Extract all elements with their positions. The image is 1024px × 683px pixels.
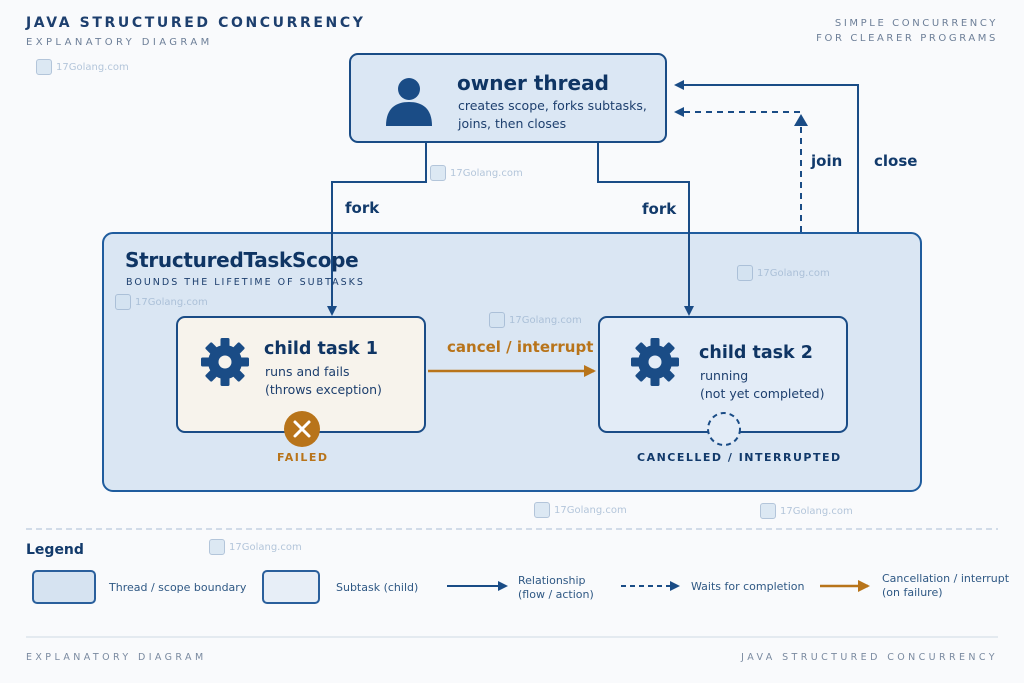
footer-left-text: EXPLANATORY DIAGRAM xyxy=(26,652,207,663)
watermark-logo-icon xyxy=(489,312,505,328)
owner-thread-title: owner thread xyxy=(457,71,609,95)
watermark: 17Golang.com xyxy=(36,59,129,75)
legend-subtask-label: Subtask (child) xyxy=(336,581,419,594)
child-task-2-title: child task 2 xyxy=(699,343,813,363)
legend-cancellation-label: Cancellation / interrupt (on failure) xyxy=(882,572,1009,600)
join-arrowhead-up xyxy=(794,114,808,126)
cancel-interrupt-label: cancel / interrupt xyxy=(447,338,594,356)
watermark: 17Golang.com xyxy=(489,312,582,328)
footer-right-text: JAVA STRUCTURED CONCURRENCY xyxy=(741,652,998,663)
watermark: 17Golang.com xyxy=(534,502,627,518)
child-task-2-status: CANCELLED / INTERRUPTED xyxy=(637,451,842,464)
legend-cancellation-line-1: Cancellation / interrupt xyxy=(882,572,1010,585)
watermark-logo-icon xyxy=(737,265,753,281)
scope-title: StructuredTaskScope xyxy=(125,248,359,272)
watermark-logo-icon xyxy=(760,503,776,519)
legend-relationship-label: Relationship (flow / action) xyxy=(518,574,594,602)
watermark-logo-icon xyxy=(430,165,446,181)
legend-title: Legend xyxy=(26,542,84,558)
x-circle-icon xyxy=(284,411,320,447)
gear-icon-child-1 xyxy=(201,338,249,386)
watermark: 17Golang.com xyxy=(115,294,208,310)
legend-scope-swatch xyxy=(32,570,96,604)
legend-relationship-line-2: (flow / action) xyxy=(518,588,594,601)
child-task-2-description: running (not yet completed) xyxy=(700,367,824,403)
owner-thread-box xyxy=(349,53,667,143)
watermark: 17Golang.com xyxy=(209,539,302,555)
child-task-1-title: child task 1 xyxy=(264,339,378,359)
watermark-logo-icon xyxy=(209,539,225,555)
fork-left-arrow xyxy=(327,143,427,316)
scope-subtitle: BOUNDS THE LIFETIME OF SUBTASKS xyxy=(126,277,365,288)
child-1-desc-line-1: runs and fails xyxy=(265,364,350,379)
owner-desc-line-1: creates scope, forks subtasks, xyxy=(458,98,647,113)
child-2-desc-line-2: (not yet completed) xyxy=(700,386,825,401)
fork-right-arrow xyxy=(597,143,694,316)
watermark: 17Golang.com xyxy=(430,165,523,181)
watermark: 17Golang.com xyxy=(737,265,830,281)
close-label: close xyxy=(874,152,918,170)
join-label: join xyxy=(811,152,843,170)
watermark: 17Golang.com xyxy=(760,503,853,519)
diagram-title: JAVA STRUCTURED CONCURRENCY xyxy=(26,15,366,31)
legend-relationship-line-1: Relationship xyxy=(518,574,586,587)
tagline-line-1: SIMPLE CONCURRENCY xyxy=(834,18,998,29)
watermark-logo-icon xyxy=(534,502,550,518)
user-icon xyxy=(386,78,432,126)
fork-left-label: fork xyxy=(345,199,380,217)
legend-subtask-swatch xyxy=(262,570,320,604)
watermark-logo-icon xyxy=(36,59,52,75)
legend-scope-label: Thread / scope boundary xyxy=(109,581,247,594)
close-arrow xyxy=(674,80,859,232)
gear-icon-child-2 xyxy=(631,338,679,386)
dashed-circle-icon xyxy=(707,412,741,446)
diagram-subtitle: EXPLANATORY DIAGRAM xyxy=(26,37,213,48)
watermark-logo-icon xyxy=(115,294,131,310)
legend-cancellation-line-2: (on failure) xyxy=(882,586,943,599)
fork-right-label: fork xyxy=(642,200,677,218)
child-2-desc-line-1: running xyxy=(700,368,749,383)
tagline-line-2: FOR CLEARER PROGRAMS xyxy=(816,33,998,44)
owner-thread-description: creates scope, forks subtasks, joins, th… xyxy=(458,97,647,133)
child-task-1-status: FAILED xyxy=(277,451,329,464)
child-task-1-description: runs and fails (throws exception) xyxy=(265,363,382,399)
join-arrow xyxy=(674,107,802,232)
child-1-desc-line-2: (throws exception) xyxy=(265,382,382,397)
legend-waits-label: Waits for completion xyxy=(691,580,805,593)
owner-desc-line-2: joins, then closes xyxy=(458,116,567,131)
